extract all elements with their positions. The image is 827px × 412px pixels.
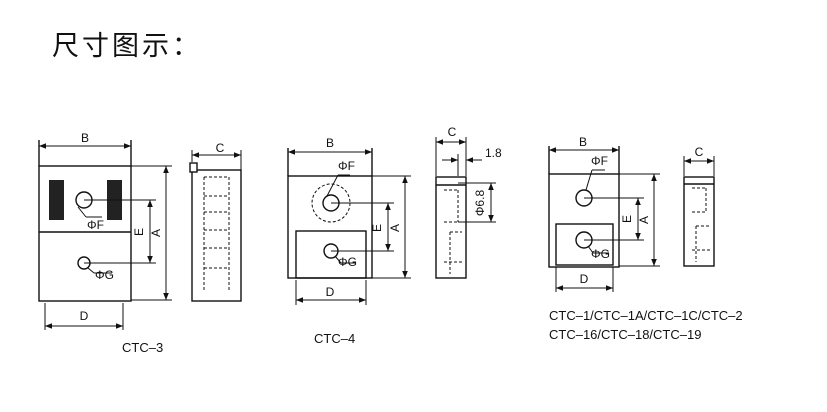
ctc1-label-phif: ΦF [591, 154, 608, 168]
ctc1-label-c: C [695, 145, 704, 159]
ctc1-label-a: A [637, 216, 651, 224]
ctc3-caption: CTC–3 [122, 340, 163, 355]
ctc1-caption-line2: CTC–16/CTC–18/CTC–19 [549, 327, 701, 342]
ctc4-label-c: C [448, 125, 457, 139]
ctc3-label-phif: ΦF [87, 218, 104, 232]
ctc1-label-phig: ΦG [591, 247, 610, 261]
ctc3-label-a: A [149, 229, 163, 237]
ctc1-side-view: C [683, 145, 715, 267]
ctc4-label-phif: ΦF [338, 159, 355, 173]
ctc3-label-d: D [80, 309, 89, 323]
ctc3-label-c: C [216, 141, 225, 155]
ctc1-label-d: D [580, 272, 589, 286]
ctc4-label-t18: 1.8 [485, 146, 502, 160]
ctc4-side-view: C 1.8 Φ6.8 [435, 125, 502, 279]
ctc3-label-e: E [132, 228, 146, 236]
ctc4-label-phig: ΦG [338, 255, 357, 269]
ctc1-label-e: E [620, 215, 634, 223]
ctc4-label-phi68: Φ6.8 [473, 190, 487, 217]
ctc4-caption: CTC–4 [314, 331, 355, 346]
ctc3-side-view: C [189, 141, 242, 302]
ctc1-label-b: B [579, 135, 587, 149]
ctc4-label-b: B [326, 136, 334, 150]
ctc3-label-b: B [81, 131, 89, 145]
ctc1-caption-line1: CTC–1/CTC–1A/CTC–1C/CTC–2 [549, 308, 743, 323]
page-title: 尺寸图示： [52, 31, 202, 62]
ctc4-label-e: E [370, 224, 384, 232]
ctc4-label-a: A [388, 224, 402, 232]
ctc3-label-phig: ΦG [95, 268, 114, 282]
ctc1-front-view: B D E A ΦF ΦG CTC–1/CTC–1A/CTC–1C/CTC–2 … [548, 135, 743, 342]
ctc4-front-view: B D E A ΦF ΦG CTC–4 [287, 136, 411, 346]
ctc3-front-view: B D E A ΦF ΦG CTC–3 [38, 131, 172, 355]
ctc4-label-d: D [326, 285, 335, 299]
